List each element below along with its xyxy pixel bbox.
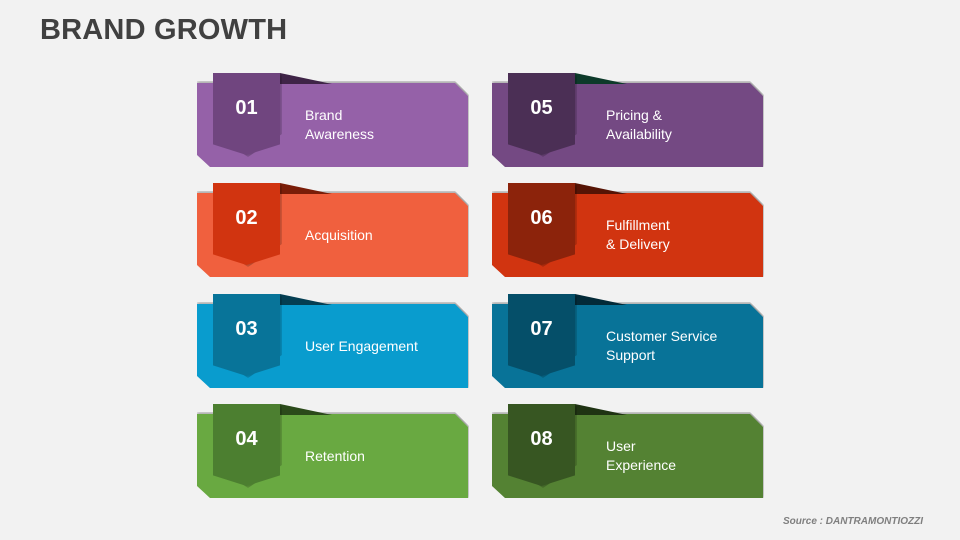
step-card-05: 05 Pricing & Availability bbox=[492, 73, 764, 173]
card-fold bbox=[280, 73, 332, 84]
number-badge bbox=[213, 73, 280, 155]
step-card-08: 08 User Experience bbox=[492, 404, 764, 504]
step-label-line1: Retention bbox=[305, 447, 365, 464]
step-label-line1: Acquisition bbox=[305, 226, 373, 243]
step-label: Fulfillment & Delivery bbox=[606, 193, 670, 277]
step-card-01: 01 Brand Awareness bbox=[197, 73, 469, 173]
card-fold bbox=[575, 183, 627, 194]
number-badge bbox=[213, 183, 280, 265]
step-card-06: 06 Fulfillment & Delivery bbox=[492, 183, 764, 283]
source-credit: Source : DANTRAMONTIOZZI bbox=[783, 516, 923, 527]
step-number: 05 bbox=[530, 97, 553, 119]
step-label: Acquisition bbox=[305, 193, 373, 277]
step-number: 02 bbox=[235, 207, 258, 229]
number-badge bbox=[508, 404, 575, 486]
step-label: Pricing & Availability bbox=[606, 83, 672, 167]
step-label: Brand Awareness bbox=[305, 83, 374, 167]
step-label-line1: Fulfillment bbox=[606, 217, 670, 233]
step-label-line1: User bbox=[606, 438, 636, 454]
step-label: User Engagement bbox=[305, 304, 418, 388]
step-card-04: 04 Retention bbox=[197, 404, 469, 504]
step-label-line1: User Engagement bbox=[305, 337, 418, 354]
step-number: 04 bbox=[235, 428, 258, 450]
number-badge bbox=[508, 183, 575, 265]
step-label-line2: Experience bbox=[606, 457, 677, 473]
number-badge bbox=[508, 294, 575, 376]
step-label: Customer Service Support bbox=[606, 304, 717, 388]
step-label-line2: Support bbox=[606, 347, 656, 363]
card-fold bbox=[575, 294, 627, 305]
step-number: 06 bbox=[530, 207, 553, 229]
step-label-line1: Pricing & bbox=[606, 107, 663, 123]
step-card-03: 03 User Engagement bbox=[197, 294, 469, 394]
card-fold bbox=[280, 404, 332, 415]
card-fold bbox=[575, 73, 627, 84]
step-label-line1: Brand bbox=[305, 107, 343, 123]
step-card-07: 07 Customer Service Support bbox=[492, 294, 764, 394]
step-number: 07 bbox=[530, 318, 553, 340]
step-label-line2: & Delivery bbox=[606, 236, 670, 252]
step-number: 08 bbox=[530, 428, 553, 450]
number-badge bbox=[213, 404, 280, 486]
card-fold bbox=[575, 404, 627, 415]
step-label-line2: Awareness bbox=[305, 126, 375, 142]
step-label: User Experience bbox=[606, 414, 676, 498]
step-label: Retention bbox=[305, 414, 365, 498]
page-title: BRAND GROWTH bbox=[40, 14, 288, 46]
step-label-line2: Availability bbox=[606, 126, 672, 142]
card-fold bbox=[280, 294, 332, 305]
step-number: 01 bbox=[235, 97, 258, 119]
card-fold bbox=[280, 183, 332, 194]
number-badge bbox=[508, 73, 575, 155]
number-badge bbox=[213, 294, 280, 376]
step-number: 03 bbox=[235, 318, 258, 340]
step-label-line1: Customer Service bbox=[606, 328, 718, 344]
step-card-02: 02 Acquisition bbox=[197, 183, 469, 283]
